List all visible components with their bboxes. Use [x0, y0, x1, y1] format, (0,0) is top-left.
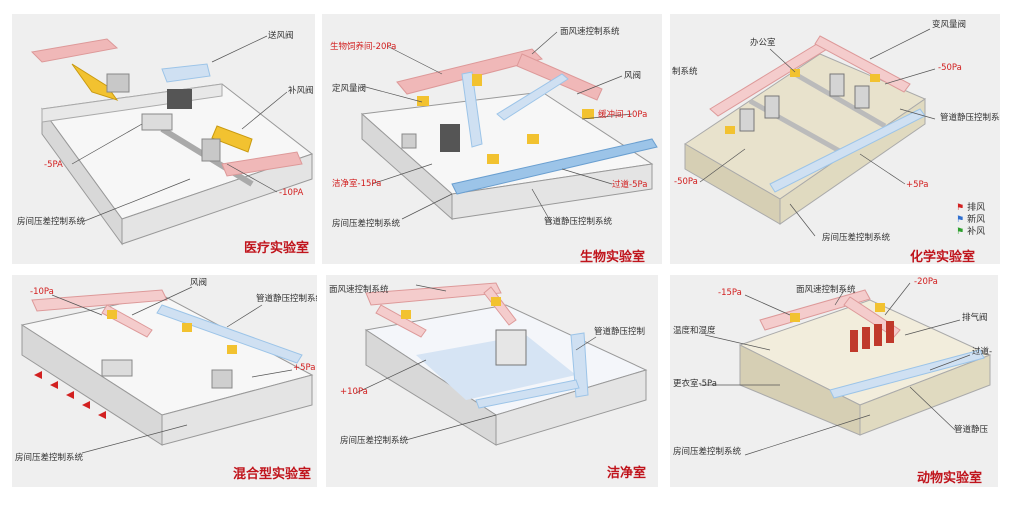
callout-room-pressure-system: 房间压差控制系统 [340, 436, 409, 446]
callout-corridor: 过道- [972, 347, 993, 357]
callout-duct-static-pressure: 管道静压控制系统 [544, 217, 613, 227]
callout-pressure-b: -10PA [279, 188, 304, 198]
panel-title: 医疗实验室 [244, 241, 310, 256]
callout-duct-static-pressure: 管道静压 [954, 425, 989, 435]
callout-room-pressure-system: 房间压差控制系统 [673, 447, 742, 457]
callout-vav-valve: 变风量阀 [932, 20, 967, 30]
legend-exhaust: ⚑排风 [956, 203, 986, 213]
callout-pressure-a: -20Pa [914, 277, 938, 287]
callout-pressure-a: -10Pa [30, 287, 54, 297]
legend-fresh-air: ⚑新风 [956, 215, 986, 225]
callout-duct-static-pressure: 管道静压控制系统 [940, 113, 1000, 123]
callout-face-velocity: 面风速控制系统 [796, 285, 856, 295]
flag-blue-icon: ⚑ [956, 215, 965, 225]
callout-pressure-b: -15Pa [718, 288, 742, 298]
flag-green-icon: ⚑ [956, 227, 965, 237]
callout-duct-static-pressure: 管道静压控制系统 [256, 294, 317, 304]
panel-clean: 面风速控制系统 管道静压控制 +10Pa 房间压差控制系统 洁净室 [326, 275, 658, 487]
chem-floorplan [684, 28, 936, 237]
panel-mixed: -10Pa 风阀 管道静压控制系统 +5Pa 房间压差控制系统 混合型实验室 [12, 275, 317, 487]
callout-face-velocity: 面风速控制系统 [329, 285, 389, 295]
animal-floorplan [700, 282, 992, 456]
callout-pressure-c: +5Pa [906, 180, 929, 190]
callout-room-pressure-system: 房间压差控制系统 [332, 219, 401, 229]
callout-cav-valve: 定风量阀 [332, 84, 367, 94]
callout-makeup-valve: 补风阀 [288, 86, 314, 96]
panel-title: 化学实验室 [910, 250, 976, 264]
callout-control-system: 制系统 [672, 67, 698, 77]
callout-pressure-b: +5Pa [293, 363, 316, 373]
callout-duct-static-pressure: 管道静压控制 [594, 327, 646, 337]
panel-bio: 面风速控制系统 生物饲养间-20Pa 风阀 定风量阀 缓冲间-10Pa 洁净室-… [322, 14, 662, 264]
legend-makeup-air: ⚑补风 [956, 227, 986, 237]
callout-air-valve: 风阀 [624, 71, 642, 81]
callout-supply-valve: 送风阀 [268, 31, 294, 41]
panel-title: 洁净室 [607, 466, 647, 481]
panel-title: 混合型实验室 [233, 467, 312, 482]
flag-red-icon: ⚑ [956, 203, 965, 213]
panel-chem: 变风量阀 办公室 制系统 -50Pa 管道静压控制系统 -50Pa +5Pa 房… [670, 14, 1000, 264]
callout-temp-humidity: 温度和湿度 [673, 326, 716, 336]
callout-pressure: +10Pa [340, 387, 368, 397]
clean-floorplan [355, 282, 648, 446]
panel-animal: -20Pa -15Pa 面风速控制系统 排气阀 温度和湿度 过道- 更衣室-5P… [670, 275, 998, 487]
callout-corridor: 过道-5Pa [612, 180, 648, 190]
callout-changing-room: 更衣室-5Pa [673, 379, 717, 389]
callout-exhaust-valve: 排气阀 [962, 313, 988, 323]
callout-pressure-a: -50Pa [938, 63, 962, 73]
callout-pressure-b: -50Pa [674, 177, 698, 187]
mixed-floorplan [20, 286, 314, 454]
callout-bio-room: 生物饲养间-20Pa [330, 42, 397, 52]
panel-title: 动物实验室 [917, 471, 983, 486]
callout-room-pressure-system: 房间压差控制系统 [15, 453, 84, 463]
callout-buffer-room: 缓冲间-10Pa [598, 110, 648, 120]
callout-office: 办公室 [750, 38, 776, 48]
callout-room-pressure-system: 房间压差控制系统 [822, 233, 891, 243]
medical-floorplan [30, 35, 314, 246]
callout-air-valve: 风阀 [190, 278, 208, 288]
callout-clean-room: 洁净室-15Pa [332, 179, 382, 189]
callout-room-pressure-system: 房间压差控制系统 [17, 217, 86, 227]
panel-title: 生物实验室 [580, 250, 646, 264]
bio-floorplan [360, 31, 658, 225]
callout-face-velocity: 面风速控制系统 [560, 27, 620, 37]
callout-pressure-a: -5PA [44, 160, 63, 170]
panel-medical: 送风阀 补风阀 -5PA -10PA 房间压差控制系统 医疗实验室 [12, 14, 315, 264]
